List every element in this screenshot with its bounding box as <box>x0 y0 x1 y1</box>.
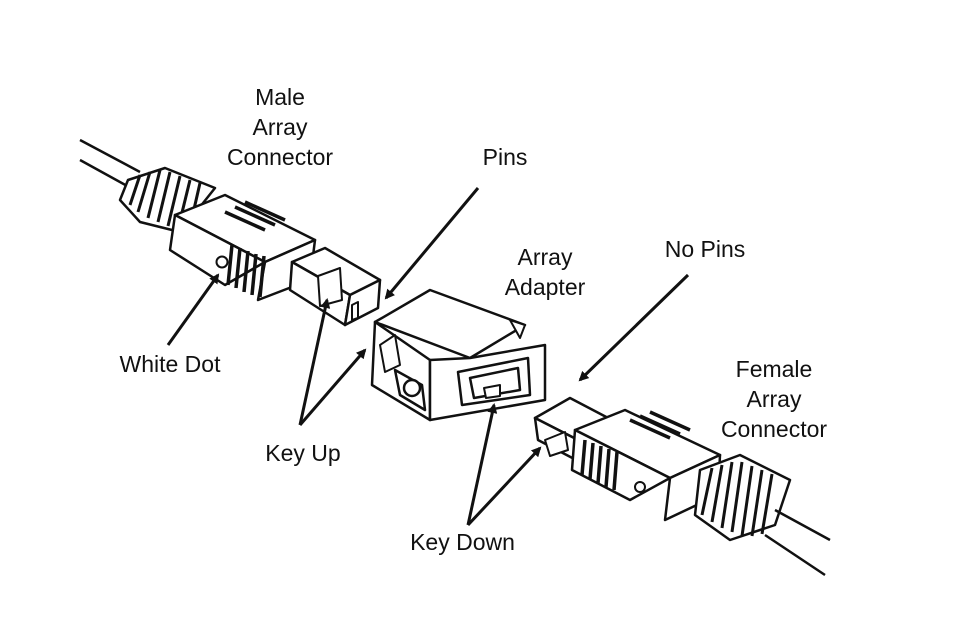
leader-arrows <box>166 187 690 527</box>
pins-arrow <box>384 187 480 300</box>
female-boot-ribs <box>700 461 774 537</box>
pins-label: Pins <box>482 144 528 170</box>
array-adapter <box>370 288 547 422</box>
male-pins <box>351 301 359 321</box>
female-array-connector-label: Female Array Connector <box>720 356 828 442</box>
female-array-connector <box>533 396 831 577</box>
key-down-arrow-2 <box>466 446 542 527</box>
female-key <box>544 431 569 457</box>
male-grip-ribs <box>224 200 286 298</box>
array-adapter-label: Array Adapter <box>504 244 586 300</box>
key-up-label: Key Up <box>265 440 341 466</box>
adapter-key-slot <box>483 384 501 399</box>
female-dot <box>634 481 646 493</box>
white-dot-label: White Dot <box>119 351 221 377</box>
key-up-arrow-1 <box>298 298 331 426</box>
key-down-arrow-1 <box>466 403 498 526</box>
male-key <box>317 267 343 307</box>
male-array-connector-label: Male Array Connector <box>226 84 334 170</box>
female-grip-ribs <box>580 410 691 491</box>
male-array-connector <box>79 138 382 327</box>
adapter-mount-hole <box>402 378 422 398</box>
white-dot <box>215 255 229 269</box>
no-pins-arrow <box>578 273 690 382</box>
no-pins-label: No Pins <box>664 236 746 262</box>
key-down-label: Key Down <box>410 529 515 555</box>
female-cable <box>764 508 831 577</box>
key-up-arrow-2 <box>298 348 367 426</box>
white-dot-arrow <box>166 273 220 346</box>
